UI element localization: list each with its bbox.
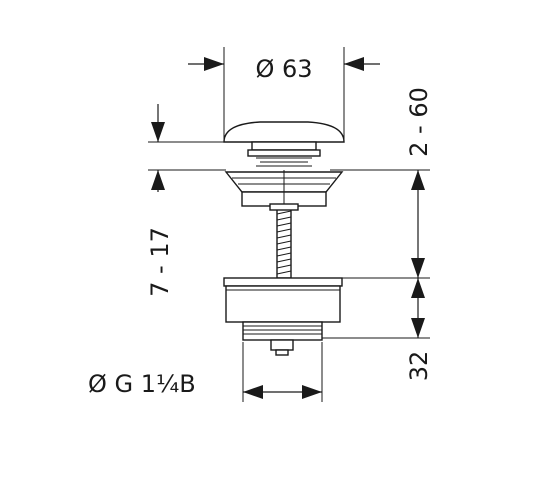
bottom-height-label: 32: [405, 351, 433, 382]
dim-thread-size: Ø G 1¼B: [88, 342, 323, 402]
arrow-left-pointing-thread: [243, 385, 263, 399]
thread-hatching: [243, 325, 322, 335]
arrow-down-pointing-mid: [411, 258, 425, 278]
dim-stroke-range: 2 - 60: [330, 87, 433, 279]
dim-body-height: 7 - 17: [146, 104, 230, 297]
dim-top-diameter: Ø 63: [188, 47, 380, 142]
arrow-up-pointing: [151, 170, 165, 190]
plug-neck: [251, 141, 317, 151]
arrow-up-pointing-lower: [411, 278, 425, 298]
bottom-stub-tip: [275, 349, 289, 356]
waste-body: [225, 285, 341, 323]
thread-size-label: Ø G 1¼B: [88, 370, 196, 398]
bottom-stub: [270, 339, 294, 351]
rod-collar: [269, 203, 299, 211]
arrow-down-pointing: [151, 122, 165, 142]
arrow-down-pointing-lower: [411, 318, 425, 338]
top-diameter-label: Ø 63: [255, 55, 312, 83]
dim-bottom-height: 32: [322, 278, 433, 381]
arrow-left-pointing: [344, 57, 364, 71]
waste-body-top: [223, 277, 343, 287]
arrow-up-pointing-top: [411, 170, 425, 190]
plug-cap: [223, 121, 345, 143]
pop-up-waste-part: [223, 121, 345, 356]
stroke-range-label: 2 - 60: [405, 87, 433, 157]
arrow-right-pointing: [204, 57, 224, 71]
rod-threads: [276, 210, 292, 275]
body-height-label: 7 - 17: [146, 227, 174, 297]
arrow-right-pointing-thread: [302, 385, 322, 399]
thread-section: [242, 321, 323, 341]
plug-neck-ring: [247, 149, 321, 157]
